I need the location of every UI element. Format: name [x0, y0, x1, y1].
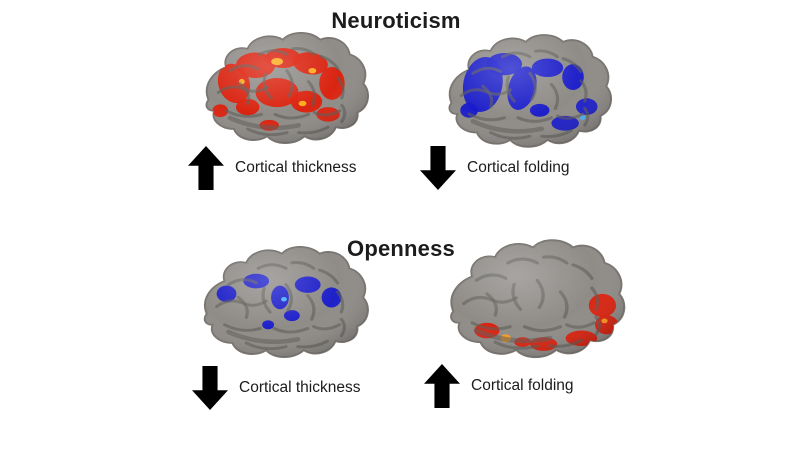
caption-neuroticism-folding: Cortical folding [420, 146, 570, 190]
section-title-neuroticism: Neuroticism [331, 8, 461, 33]
brain-lateral-view-graphic [448, 34, 612, 148]
brain-neuroticism-thickness [183, 27, 379, 159]
brain-lateral-view-graphic [450, 239, 626, 359]
caption-label: Cortical folding [467, 159, 570, 176]
down-arrow-icon [192, 366, 228, 410]
brain-lateral-view-graphic [203, 246, 369, 358]
brain-neuroticism-folding [426, 29, 622, 163]
caption-label: Cortical thickness [235, 159, 357, 176]
brain-openness-folding [426, 234, 636, 374]
caption-openness-thickness: Cortical thickness [192, 366, 360, 410]
caption-label: Cortical folding [471, 377, 574, 394]
down-arrow-icon [420, 146, 456, 190]
caption-label: Cortical thickness [239, 379, 361, 396]
section-title-openness: Openness [347, 236, 455, 261]
brain-openness-thickness [181, 241, 379, 373]
up-arrow-icon [188, 146, 224, 190]
up-arrow-icon [424, 364, 460, 408]
brain-lateral-view-graphic [205, 32, 369, 144]
caption-neuroticism-thickness: Cortical thickness [188, 146, 356, 190]
caption-openness-folding: Cortical folding [424, 364, 574, 408]
